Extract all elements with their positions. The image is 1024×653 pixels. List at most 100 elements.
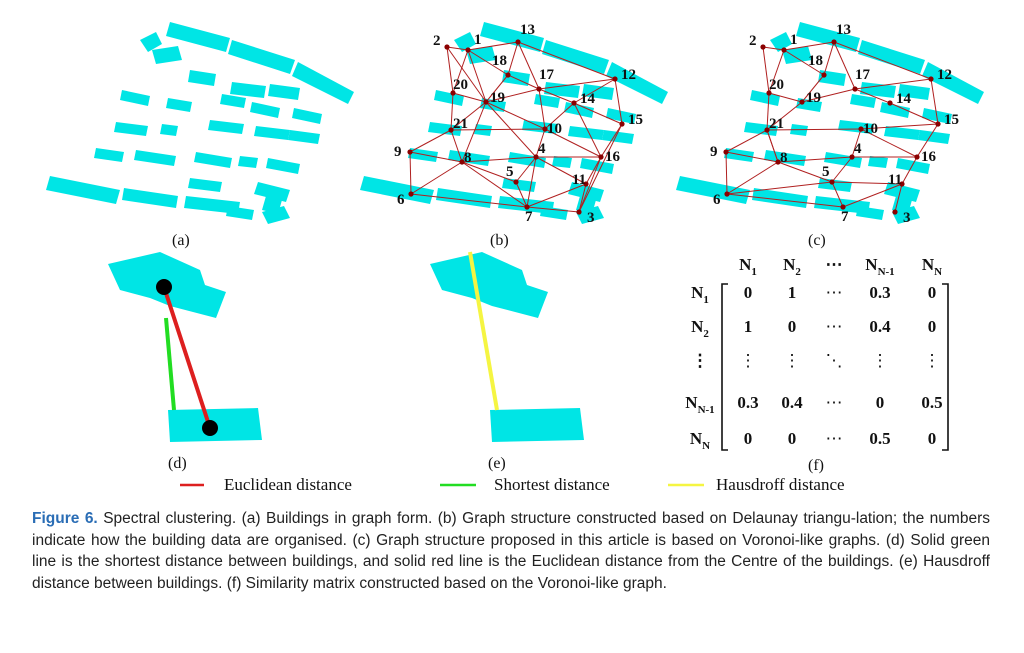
graph-node [612,76,618,82]
graph-edge [726,181,833,195]
graph-node [513,179,519,185]
graph-node [459,159,465,165]
graph-edge [725,129,768,153]
graph-edge [450,129,463,163]
matrix-col-header: ⋯ [826,255,843,274]
graph-node [928,76,934,82]
node-label: 12 [937,67,952,83]
graph-edge [726,193,844,208]
graph-edge [517,41,616,80]
matrix-col-header: NN-1 [865,255,894,278]
graph-edge [777,156,853,163]
graph-edge [485,101,546,130]
graph-edge [517,41,540,90]
node-label: 20 [769,77,784,93]
matrix-col-header: NN [922,255,942,278]
graph-node [444,44,450,50]
graph-node [831,39,837,45]
graph-edge [901,156,918,185]
graph-node [775,159,781,165]
graph-edge [916,123,939,158]
graph-edge [544,128,602,158]
panel-c-edges [725,41,939,213]
centroid-marker-top [156,279,172,295]
graph-edge [526,206,580,213]
graph-edge [930,78,939,125]
graph-edge [461,161,528,208]
graph-node [598,154,604,160]
matrix-row-header: NN [690,429,710,452]
graph-node [483,99,489,105]
node-label: 11 [888,172,902,188]
graph-edge [485,74,509,103]
graph-node [724,191,730,197]
graph-edge [725,151,779,163]
graph-edge [450,101,487,131]
graph-node [821,72,827,78]
graph-edge [485,101,537,158]
matrix-cell: 0 [744,429,753,448]
node-label: 9 [710,144,718,160]
graph-edge [854,88,891,104]
node-label: 10 [863,121,878,137]
matrix-cell: ⋯ [826,429,843,448]
node-label: 4 [538,141,546,157]
node-label: 11 [572,172,586,188]
graph-node [576,209,582,215]
graph-edge [766,129,779,163]
node-label: 7 [525,209,533,225]
matrix-cell: 0 [928,283,937,302]
node-label: 15 [944,112,959,128]
graph-edge [446,46,469,51]
matrix-cell: 0 [788,317,797,336]
legend-hausdorff-label: Hausdroff distance [716,475,845,494]
node-label: 12 [621,67,636,83]
caption-text: Spectral clustering. (a) Buildings in gr… [32,510,990,592]
graph-edge [578,156,602,213]
graph-node [515,39,521,45]
graph-edge [450,128,546,131]
graph-node [583,181,589,187]
node-label: 18 [492,53,507,69]
node-label: 21 [453,116,468,132]
graph-edge [766,128,862,131]
graph-edge [801,74,825,103]
node-label: 19 [490,90,505,106]
graph-edge [766,101,803,131]
graph-edge [507,74,540,90]
node-label: 14 [896,91,912,107]
graph-node [899,181,905,187]
figure-caption: Figure 6. Spectral clustering. (a) Build… [32,508,990,594]
matrix-cell: 0 [928,317,937,336]
graph-node [723,149,729,155]
graph-edge [409,129,452,153]
node-label: 17 [855,67,871,83]
node-label: 10 [547,121,562,137]
node-label: 5 [822,164,830,180]
graph-edge [538,88,546,130]
matrix-row-header: N1 [691,283,709,306]
graph-edge [777,161,833,183]
node-label: 13 [520,22,535,38]
node-label: 17 [539,67,555,83]
graph-node [542,126,548,132]
graph-node [760,44,766,50]
matrix-cell: 0 [744,283,753,302]
graph-edge [783,49,825,76]
node-label: 16 [921,149,937,165]
matrix-cell: 0.3 [869,283,890,302]
graph-node [887,100,893,106]
graph-edge [573,78,616,104]
graph-node [935,121,941,127]
graph-edge [538,88,575,104]
node-label: 20 [453,77,468,93]
graph-edge [762,46,770,94]
graph-edge [768,92,803,103]
node-label: 5 [506,164,514,180]
panel-e-buildings [430,252,584,442]
matrix-cell: 0 [788,429,797,448]
node-label: 14 [580,91,596,107]
matrix-cell: 0.4 [781,393,803,412]
